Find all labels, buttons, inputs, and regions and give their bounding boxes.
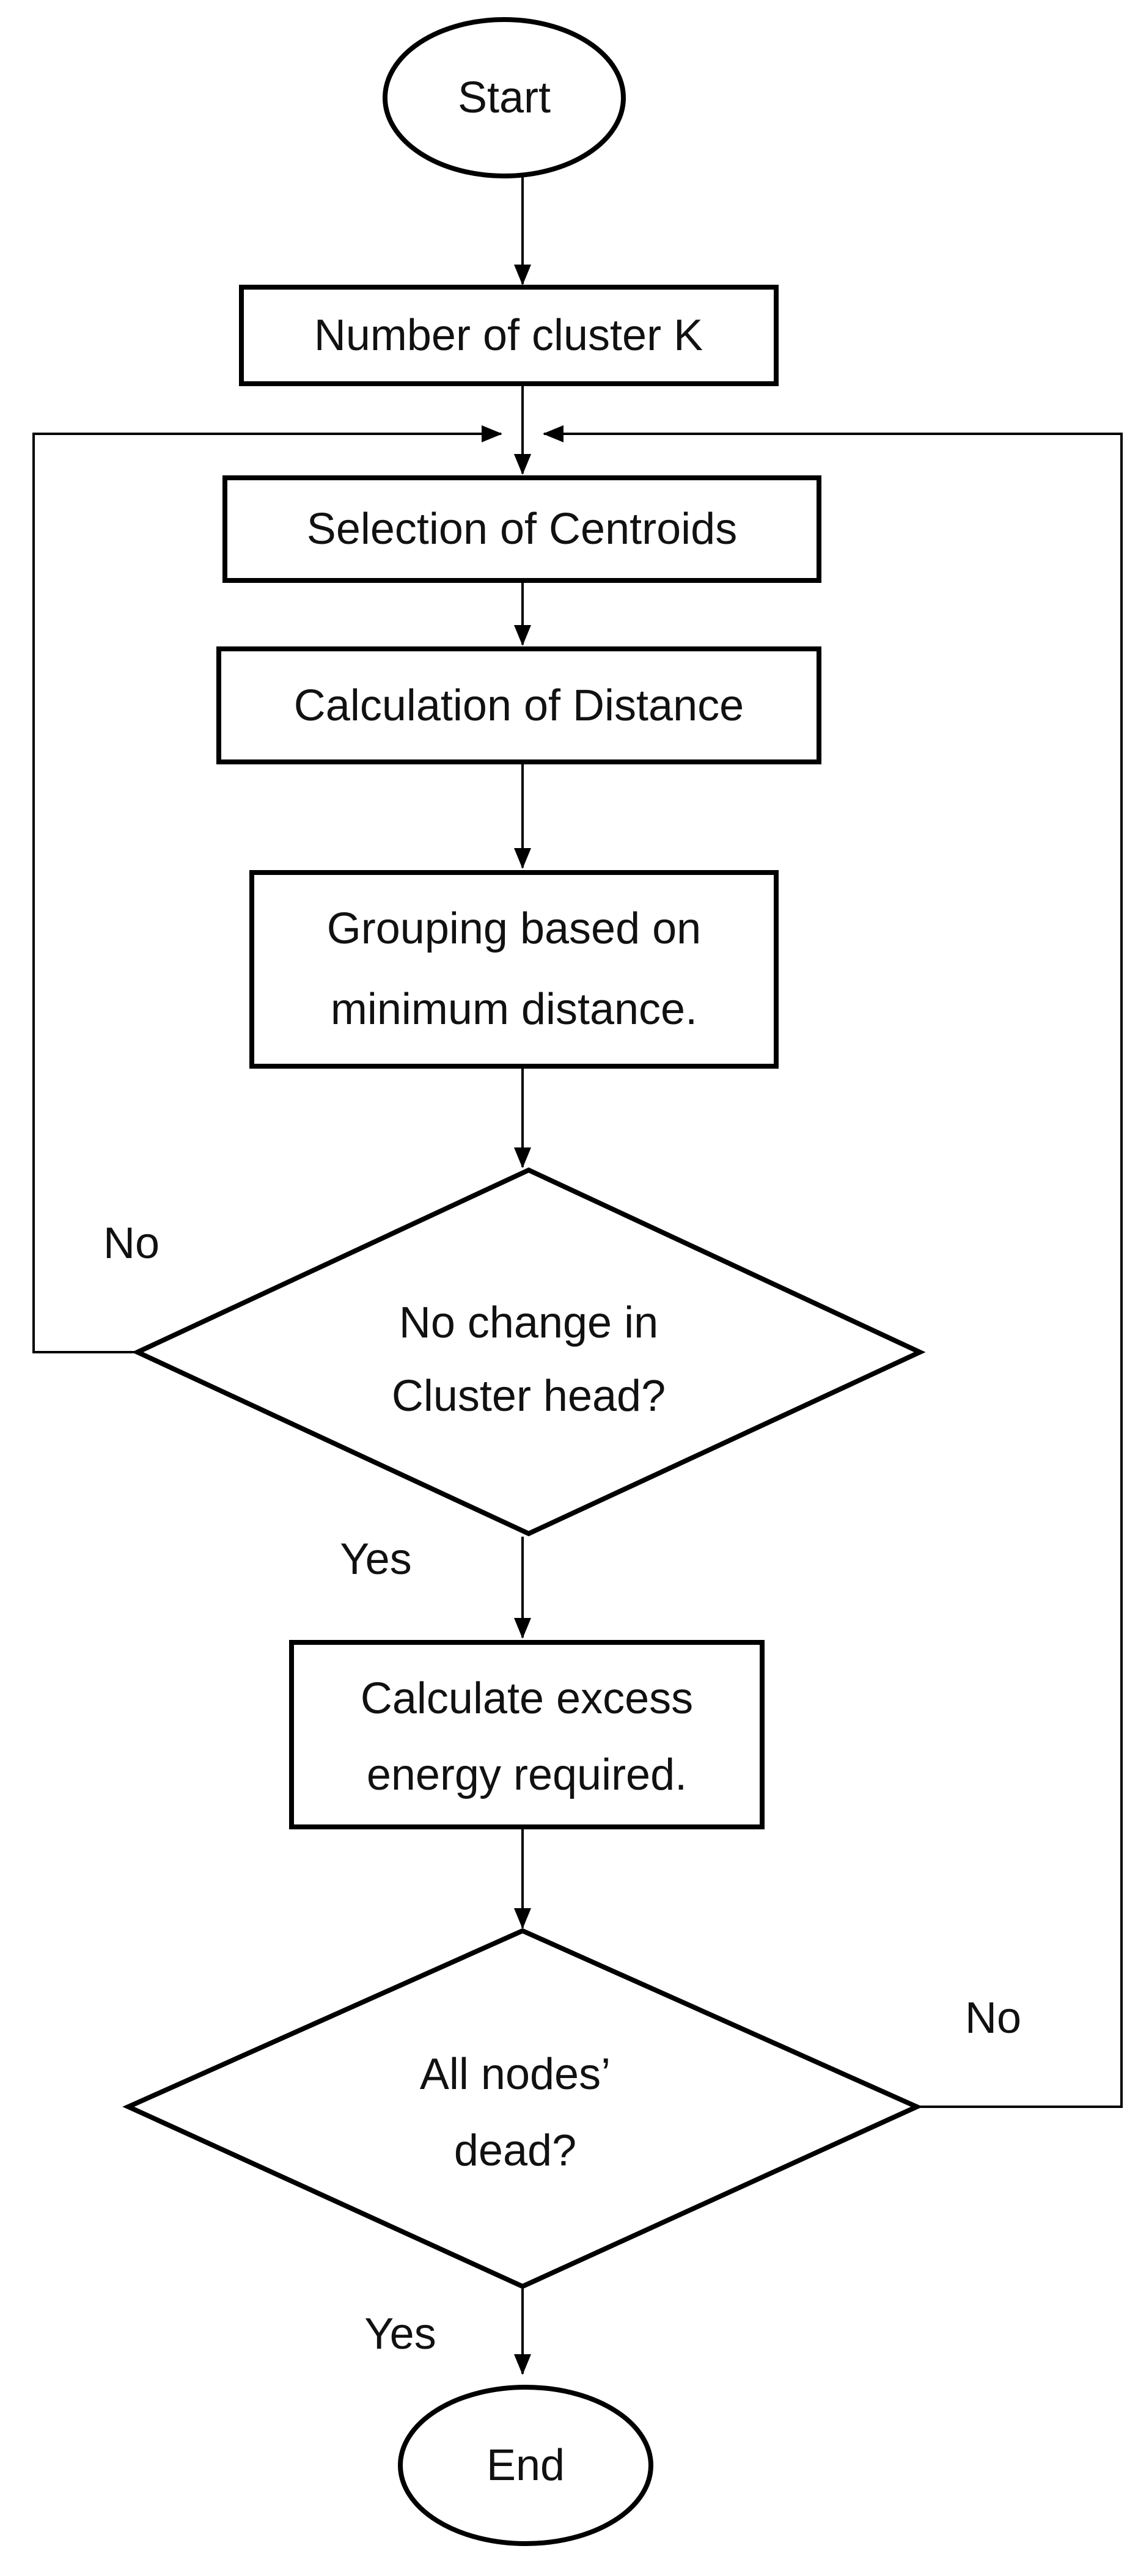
end-label: End [486,2441,565,2490]
process-grouping: Grouping based on minimum distance. [249,870,779,1069]
calculation-of-distance-label: Calculation of Distance [294,681,744,730]
process-selection-of-centroids: Selection of Centroids [222,475,821,583]
calculate-energy-label-line2: energy required. [367,1751,687,1799]
no-change-label-line1: No change in [399,1298,658,1347]
process-calculation-of-distance: Calculation of Distance [216,646,821,764]
grouping-label-line1: Grouping based on [327,904,701,953]
selection-of-centroids-label: Selection of Centroids [307,505,737,554]
loop-decision2-no [543,425,1123,2108]
edge-label-all-dead-yes: Yes [364,2310,436,2358]
grouping-label-line2: minimum distance. [331,985,697,1034]
edge-label-all-dead-no: No [965,1994,1021,2043]
calculate-energy-label-line1: Calculate excess [361,1674,693,1723]
loop-decision1-no [32,425,502,1353]
all-dead-label-line1: All nodes’ [420,2050,611,2099]
no-change-label-line2: Cluster head? [392,1372,666,1421]
all-dead-label-line2: dead? [454,2126,576,2175]
edge-label-no-change-yes: Yes [340,1535,411,1584]
start-label: Start [458,73,551,122]
process-number-of-clusters: Number of cluster K [239,285,779,386]
number-of-clusters-label: Number of cluster K [314,311,703,360]
start-node: Start [383,17,626,178]
end-node: End [398,2385,653,2546]
connectors [32,177,1123,2375]
edge-label-no-change-no: No [103,1219,160,1268]
decision-no-change-in-cluster-head: No change in Cluster head? [131,1167,926,1537]
process-calculate-excess-energy: Calculate excess energy required. [289,1640,765,1829]
decision-all-nodes-dead: All nodes’ dead? [122,1928,923,2289]
